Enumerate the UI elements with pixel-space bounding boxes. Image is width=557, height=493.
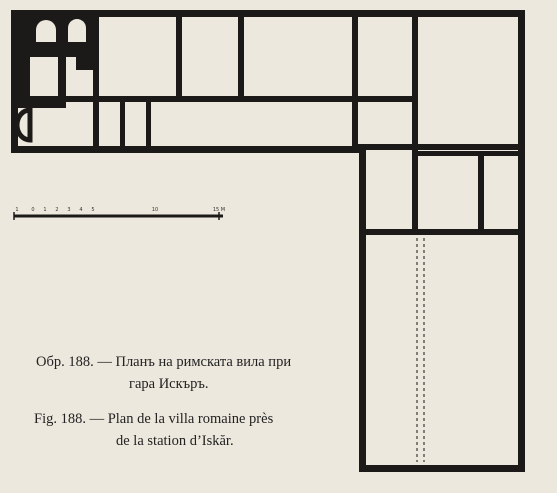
partition-wall bbox=[176, 17, 182, 97]
bath-wall-block bbox=[18, 57, 30, 107]
pool bbox=[47, 58, 56, 72]
bath-wall-block bbox=[76, 40, 93, 70]
scale-tick-label: 2 bbox=[55, 207, 58, 213]
scale-tick-label: 1 bbox=[15, 207, 18, 213]
partition-wall bbox=[358, 144, 518, 150]
caption-bg-line-2: гара Искъръ. bbox=[129, 376, 209, 392]
scale-tick-label: 0 bbox=[31, 207, 34, 213]
caption-fr-line-2: de la station d’Iskăr. bbox=[116, 433, 234, 449]
apse-right bbox=[68, 19, 86, 42]
partition-wall bbox=[93, 17, 99, 146]
villa-walls bbox=[11, 10, 525, 472]
bath-wall-block bbox=[58, 40, 66, 108]
partition-wall bbox=[146, 102, 151, 146]
partition-wall bbox=[478, 151, 484, 229]
scale-tick-label: 5 bbox=[91, 207, 94, 213]
partition-wall bbox=[352, 17, 358, 146]
apse-lower-left bbox=[14, 107, 33, 143]
pool bbox=[35, 58, 44, 72]
bath-wall-block bbox=[66, 96, 93, 102]
caption-bg-line-1: Обр. 188. — Планъ на римската вила при bbox=[36, 354, 292, 370]
partition-wall bbox=[99, 96, 412, 102]
pool bbox=[35, 76, 44, 91]
partition-wall bbox=[412, 17, 418, 229]
apse-left bbox=[36, 20, 56, 42]
partition-wall bbox=[418, 151, 518, 156]
outer-wall bbox=[11, 10, 525, 472]
caption-fr-line-1: Fig. 188. — Plan de la villa romaine prè… bbox=[34, 411, 274, 427]
partition-wall bbox=[366, 229, 518, 235]
partition-wall bbox=[238, 17, 244, 97]
scale-tick-label: 15 M bbox=[213, 207, 225, 213]
scale-tick-label: 3 bbox=[67, 207, 70, 213]
hall-dashed-axis bbox=[416, 238, 425, 462]
scale-tick-label: 1 bbox=[43, 207, 46, 213]
partition-wall bbox=[120, 102, 125, 146]
bath-apses bbox=[35, 19, 86, 91]
scale-tick-label: 4 bbox=[79, 207, 82, 213]
pool bbox=[47, 76, 56, 91]
scale-tick-label: 10 bbox=[152, 207, 158, 213]
bath-wall-block bbox=[18, 96, 58, 108]
